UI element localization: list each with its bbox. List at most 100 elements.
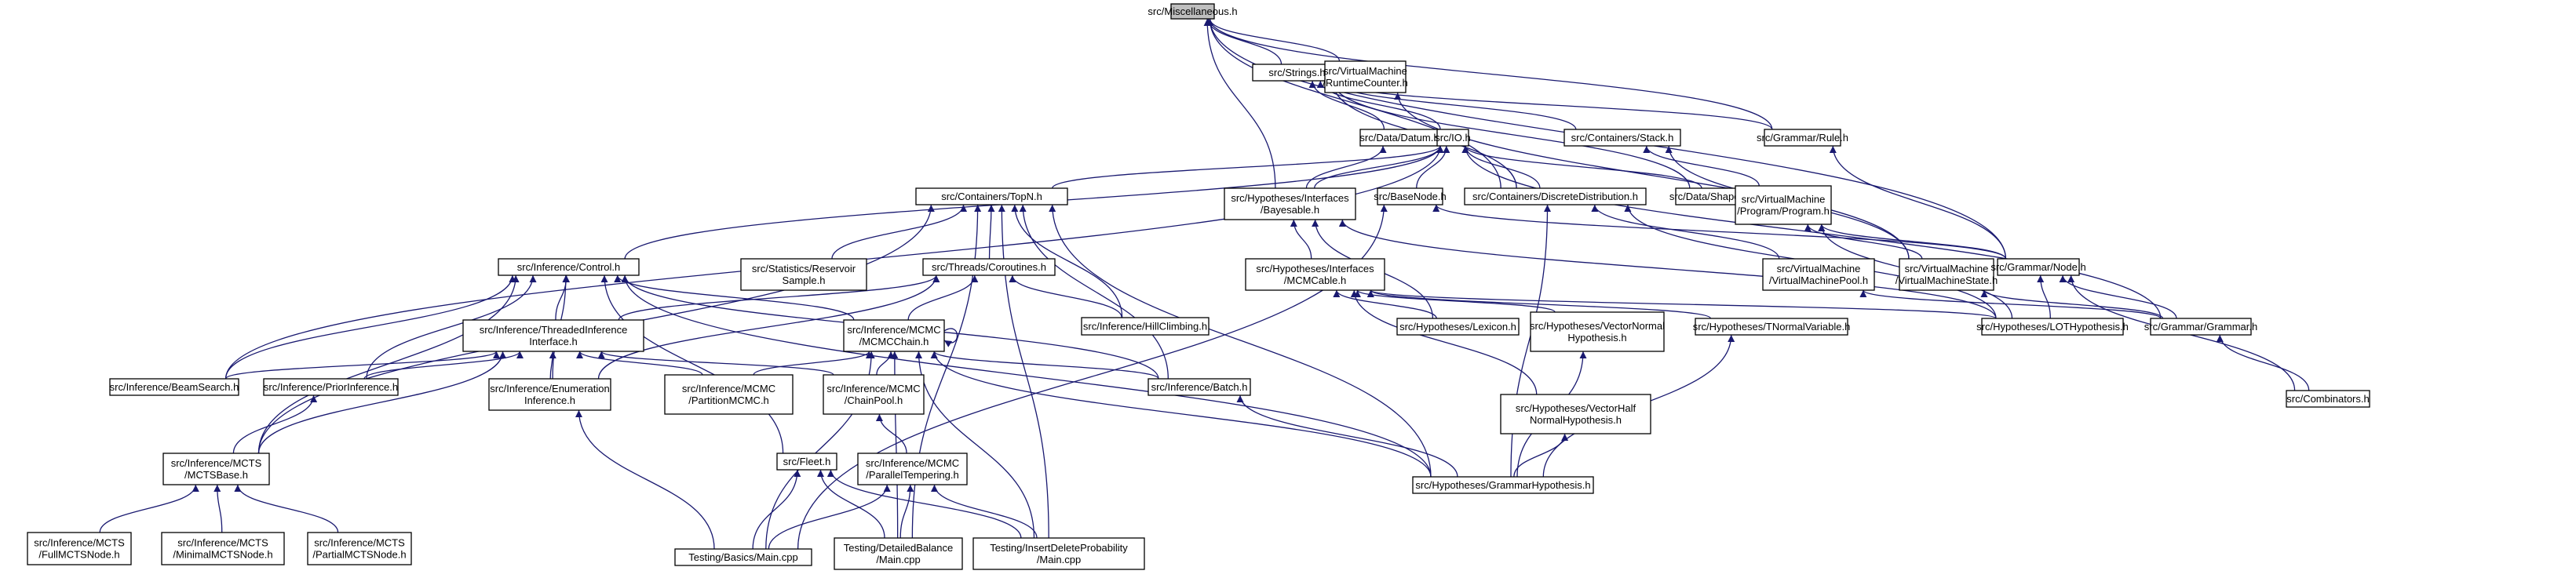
- node-label: Testing/DetailedBalance: [844, 542, 953, 554]
- node-chainpool[interactable]: src/Inference/MCMC/ChainPool.h: [823, 374, 925, 415]
- node-label: /VirtualMachineState.h: [1896, 274, 1998, 286]
- edge-mctsbase-to-partmcts: [234, 484, 339, 533]
- edge-vmpool-to-grammar: [1859, 289, 2162, 319]
- node-label: src/VirtualMachine: [1323, 65, 1407, 77]
- edge-basenode-to-gnode: [1432, 204, 2007, 260]
- node-dbmain[interactable]: Testing/DetailedBalance/Main.cpp: [834, 537, 963, 570]
- node-hill[interactable]: src/Inference/HillClimbing.h: [1081, 317, 1210, 336]
- edge-topn-to-idpmain: [998, 204, 1049, 539]
- node-coroutines[interactable]: src/Threads/Coroutines.h: [922, 258, 1056, 276]
- node-basenode[interactable]: src/BaseNode.h: [1374, 187, 1447, 205]
- node-mcmcchain[interactable]: src/Inference/MCMC/MCMCChain.h: [843, 319, 945, 352]
- node-vmrc[interactable]: src/VirtualMachine/RuntimeCounter.h: [1323, 60, 1408, 93]
- node-partition[interactable]: src/Inference/MCMC/PartitionMCMC.h: [664, 374, 794, 415]
- edge-vhnh-to-grammarhyp: [1513, 433, 1569, 478]
- node-vmpool[interactable]: src/VirtualMachine/VirtualMachinePool.h: [1762, 258, 1875, 291]
- node-datum[interactable]: src/Data/Datum.h: [1359, 129, 1439, 147]
- edge-program-to-vmstate: [1804, 224, 1923, 260]
- node-prior[interactable]: src/Inference/PriorInference.h: [263, 378, 399, 396]
- node-box: [922, 258, 1056, 276]
- node-gnode[interactable]: src/Grammar/Node.h: [1990, 258, 2086, 276]
- edge-topn-to-dbmain: [911, 204, 982, 539]
- node-label: src/Grammar/Grammar.h: [2144, 321, 2257, 333]
- node-box: [162, 453, 270, 485]
- node-label: src/Grammar/Node.h: [1990, 261, 2085, 273]
- node-lexicon[interactable]: src/Hypotheses/Lexicon.h: [1396, 318, 1520, 336]
- node-topn[interactable]: src/Containers/TopN.h: [915, 187, 1068, 205]
- edge-control-to-prior: [366, 274, 537, 380]
- edge-pt-to-basicmain: [768, 484, 891, 550]
- node-box: [1464, 187, 1647, 205]
- node-label: /ParallelTempering.h: [866, 469, 959, 481]
- node-box: [1245, 258, 1385, 291]
- node-stack[interactable]: src/Containers/Stack.h: [1563, 129, 1681, 147]
- node-label: src/Hypotheses/VectorHalf: [1516, 402, 1636, 414]
- edge-mcmcchain-to-mcmcchain: [943, 328, 958, 347]
- node-basicmain[interactable]: Testing/Basics/Main.cpp: [674, 548, 812, 566]
- node-vhnh[interactable]: src/Hypotheses/VectorHalfNormalHypothesi…: [1500, 394, 1651, 434]
- edge-io-to-dd: [1461, 145, 1541, 189]
- node-box: [857, 453, 968, 485]
- edge-control-to-beam: [224, 274, 516, 380]
- node-idpmain[interactable]: Testing/InsertDeleteProbability/Main.cpp: [972, 537, 1145, 570]
- node-label: /MCMCChain.h: [859, 336, 929, 347]
- node-label: src/Inference/MCTS: [314, 537, 405, 549]
- node-label: src/Hypotheses/Lexicon.h: [1399, 321, 1516, 333]
- node-partmcts[interactable]: src/Inference/MCTS/PartialMCTSNode.h: [307, 532, 412, 565]
- node-program[interactable]: src/VirtualMachine/Program/Program.h: [1735, 185, 1832, 225]
- node-label: src/Containers/TopN.h: [941, 191, 1042, 202]
- node-box: [1500, 394, 1651, 434]
- node-label: src/Containers/Stack.h: [1571, 132, 1674, 144]
- node-label: /FullMCTSNode.h: [38, 549, 119, 561]
- node-box: [1081, 317, 1210, 336]
- node-mctsbase[interactable]: src/Inference/MCTS/MCTSBase.h: [162, 453, 270, 485]
- node-box: [1997, 258, 2080, 276]
- node-combinators[interactable]: src/Combinators.h: [2286, 390, 2370, 408]
- node-beam[interactable]: src/Inference/BeamSearch.h: [109, 378, 239, 396]
- node-loth[interactable]: src/Hypotheses/LOTHypothesis.h: [1976, 318, 2129, 336]
- edge-misc-to-strings: [1204, 18, 1283, 65]
- edge-pt-to-idpmain: [930, 484, 1038, 539]
- node-io[interactable]: src/IO.h: [1435, 129, 1471, 147]
- node-pt[interactable]: src/Inference/MCMC/ParallelTempering.h: [857, 453, 968, 485]
- edge-prior-to-mctsbase: [232, 394, 318, 454]
- node-batch[interactable]: src/Inference/Batch.h: [1148, 378, 1251, 396]
- node-box: [776, 453, 837, 471]
- node-bayes[interactable]: src/Hypotheses/Interfaces/Bayesable.h: [1224, 187, 1356, 220]
- node-minmcts[interactable]: src/Inference/MCTS/MinimalMCTSNode.h: [161, 532, 285, 565]
- node-fleet[interactable]: src/Fleet.h: [776, 453, 837, 471]
- edge-tii-to-prior: [363, 351, 524, 380]
- node-dd[interactable]: src/Containers/DiscreteDistribution.h: [1464, 187, 1647, 205]
- node-label: src/Grammar/Rule.h: [1757, 132, 1848, 144]
- node-rule[interactable]: src/Grammar/Rule.h: [1757, 129, 1848, 147]
- node-label: src/Hypotheses/Interfaces: [1231, 192, 1349, 204]
- node-layer: src/Miscellaneous.hsrc/Strings.hsrc/Virt…: [27, 3, 2370, 570]
- edge-mcmcchain-to-chainpool: [876, 351, 895, 376]
- node-grammar[interactable]: src/Grammar/Grammar.h: [2144, 318, 2257, 336]
- node-fullmcts[interactable]: src/Inference/MCTS/FullMCTSNode.h: [27, 532, 132, 565]
- node-tii[interactable]: src/Inference/ThreadedInferenceInterface…: [462, 319, 644, 352]
- edge-gnode-to-loth: [2037, 274, 2051, 319]
- edge-fleet-to-dbmain: [816, 469, 885, 539]
- node-control[interactable]: src/Inference/Control.h: [498, 258, 640, 276]
- node-label: Testing/InsertDeleteProbability: [990, 542, 1128, 554]
- node-mcmcable[interactable]: src/Hypotheses/Interfaces/MCMCable.h: [1245, 258, 1385, 291]
- node-box: [1324, 60, 1407, 93]
- node-label: src/Hypotheses/GrammarHypothesis.h: [1415, 479, 1590, 491]
- edge-mcmcchain-to-batch: [930, 351, 1159, 380]
- node-label: src/VirtualMachine: [1905, 263, 1989, 274]
- node-box: [834, 537, 963, 570]
- node-box: [1224, 187, 1356, 220]
- node-tnv[interactable]: src/Hypotheses/TNormalVariable.h: [1693, 318, 1851, 336]
- node-label: src/Hypotheses/TNormalVariable.h: [1693, 321, 1851, 333]
- edge-misc-to-bayes: [1203, 18, 1276, 189]
- node-label: src/Inference/Batch.h: [1151, 381, 1248, 393]
- node-grammarhyp[interactable]: src/Hypotheses/GrammarHypothesis.h: [1412, 476, 1594, 494]
- edge-fleet-to-basicmain: [752, 469, 801, 550]
- node-box: [2150, 318, 2252, 336]
- edge-coroutines-to-tii: [618, 274, 940, 321]
- node-vmstate[interactable]: src/VirtualMachine/VirtualMachineState.h: [1896, 258, 1998, 291]
